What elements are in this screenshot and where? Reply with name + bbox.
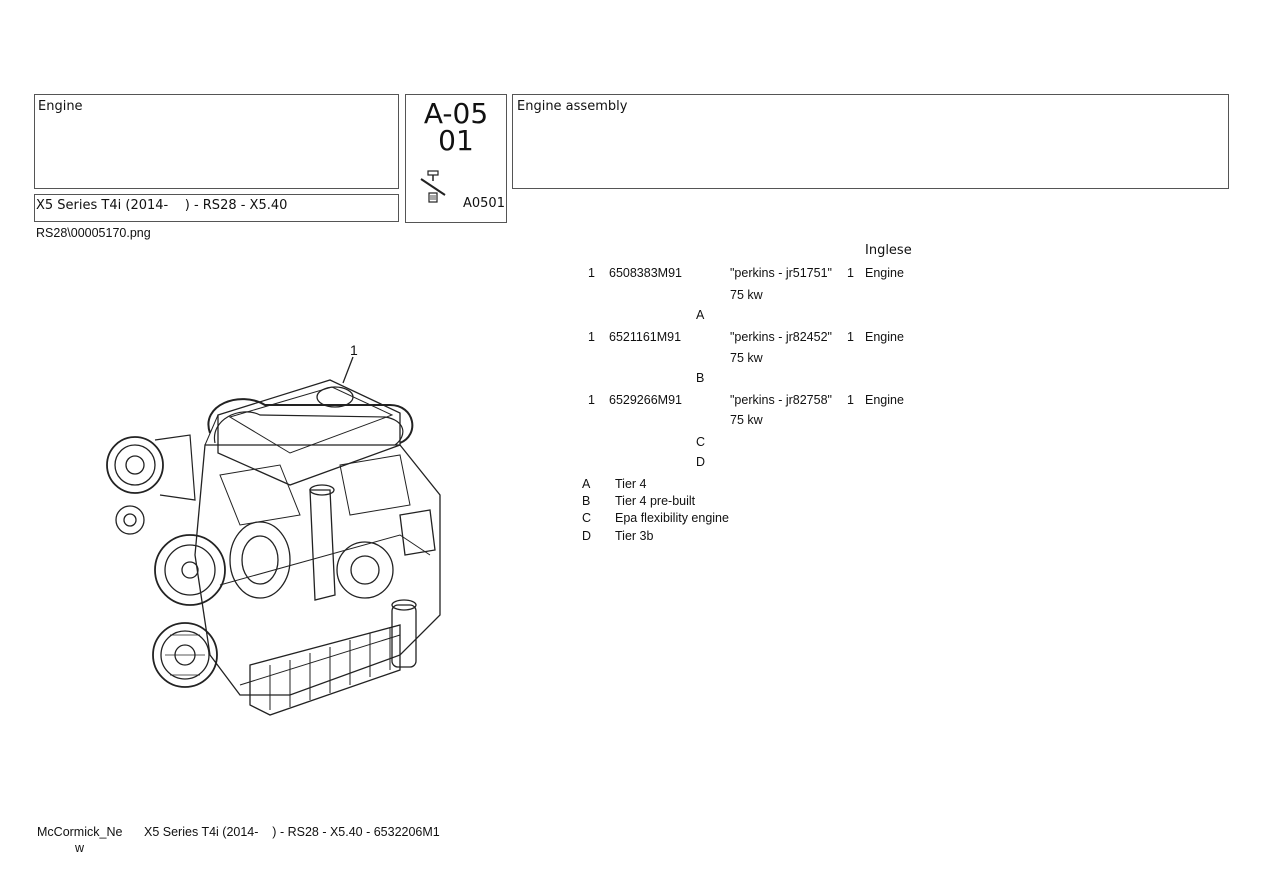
assembly-title: Engine assembly (517, 99, 628, 114)
table-row-note: D (696, 455, 706, 469)
legend-text: Epa flexibility engine (615, 511, 729, 525)
table-row-spec: 75 kw (730, 288, 763, 302)
section-code-box: A-05 01 A0501 (405, 94, 507, 223)
table-row-spec: 75 kw (730, 413, 763, 427)
table-row-part-number: 6521161M91 (609, 330, 682, 344)
table-row-ref: 1 (588, 330, 595, 344)
footer-brand-line2: w (75, 841, 85, 855)
table-row-note: A (696, 308, 705, 322)
image-filename: RS28\00005170.png (36, 226, 151, 240)
legend-key: A (582, 477, 591, 491)
legend-text: Tier 3b (615, 529, 654, 543)
footer-brand-line1: McCormick_Ne (37, 825, 123, 839)
legend-text: Tier 4 pre-built (615, 494, 696, 508)
table-row-name: Engine (865, 393, 904, 407)
legend-key: B (582, 494, 591, 508)
table-row-quantity: 1 (847, 330, 854, 344)
section-code-line2: 01 (438, 124, 474, 157)
wrench-icon (420, 170, 446, 203)
group-title-box: Engine (34, 94, 399, 189)
table-row-name: Engine (865, 266, 904, 280)
group-title: Engine (38, 99, 83, 114)
model-line: X5 Series T4i (2014- ) - RS28 - X5.40 (36, 198, 288, 213)
legend-text: Tier 4 (615, 477, 647, 491)
assembly-title-box: Engine assembly (512, 94, 1229, 189)
table-row-part-number: 6529266M91 (609, 393, 682, 407)
table-row-quantity: 1 (847, 266, 854, 280)
legend-key: C (582, 511, 592, 525)
diagram-callout: 1 (350, 342, 358, 358)
table-row-spec: 75 kw (730, 351, 763, 365)
table-row-description: "perkins - jr51751" (730, 266, 832, 280)
table-row-note: B (696, 371, 705, 385)
table-row-part-number: 6508383M91 (609, 266, 682, 280)
ref-code: A0501 (463, 196, 505, 211)
table-row-description: "perkins - jr82758" (730, 393, 832, 407)
table-row-ref: 1 (588, 393, 595, 407)
table-row-quantity: 1 (847, 393, 854, 407)
table-row-note: C (696, 435, 706, 449)
table-row-name: Engine (865, 330, 904, 344)
footer-doc-line: X5 Series T4i (2014- ) - RS28 - X5.40 - … (144, 825, 440, 839)
table-row-description: "perkins - jr82452" (730, 330, 832, 344)
legend-key: D (582, 529, 592, 543)
engine-diagram (106, 356, 441, 716)
section-code-line1: A-05 (423, 97, 489, 130)
language-header: Inglese (865, 243, 912, 258)
table-row-ref: 1 (588, 266, 595, 280)
model-line-box: X5 Series T4i (2014- ) - RS28 - X5.40 (34, 194, 399, 222)
